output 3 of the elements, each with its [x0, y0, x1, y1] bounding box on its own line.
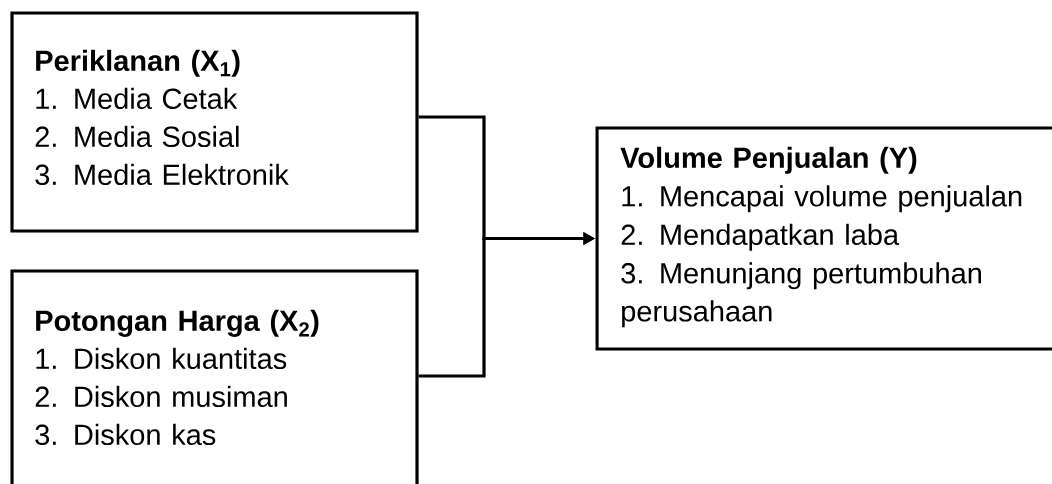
variable-box: Periklanan (X$_{1}$) 1. Media Cetak 2. Media Sosial 3. Media Elektronik	[10, 11, 419, 233]
variable-box: Volume Penjualan (Y) 1. Mencapai volume penjualan 2. Mendapatkan laba 3. Menunjang pertumbuhan perusahaan	[595, 126, 1052, 351]
variable-box: Potongan Harga (X$_{2}$) 1. Diskon kuantitas 2. Diskon musiman 3. Diskon kas	[10, 269, 419, 484]
